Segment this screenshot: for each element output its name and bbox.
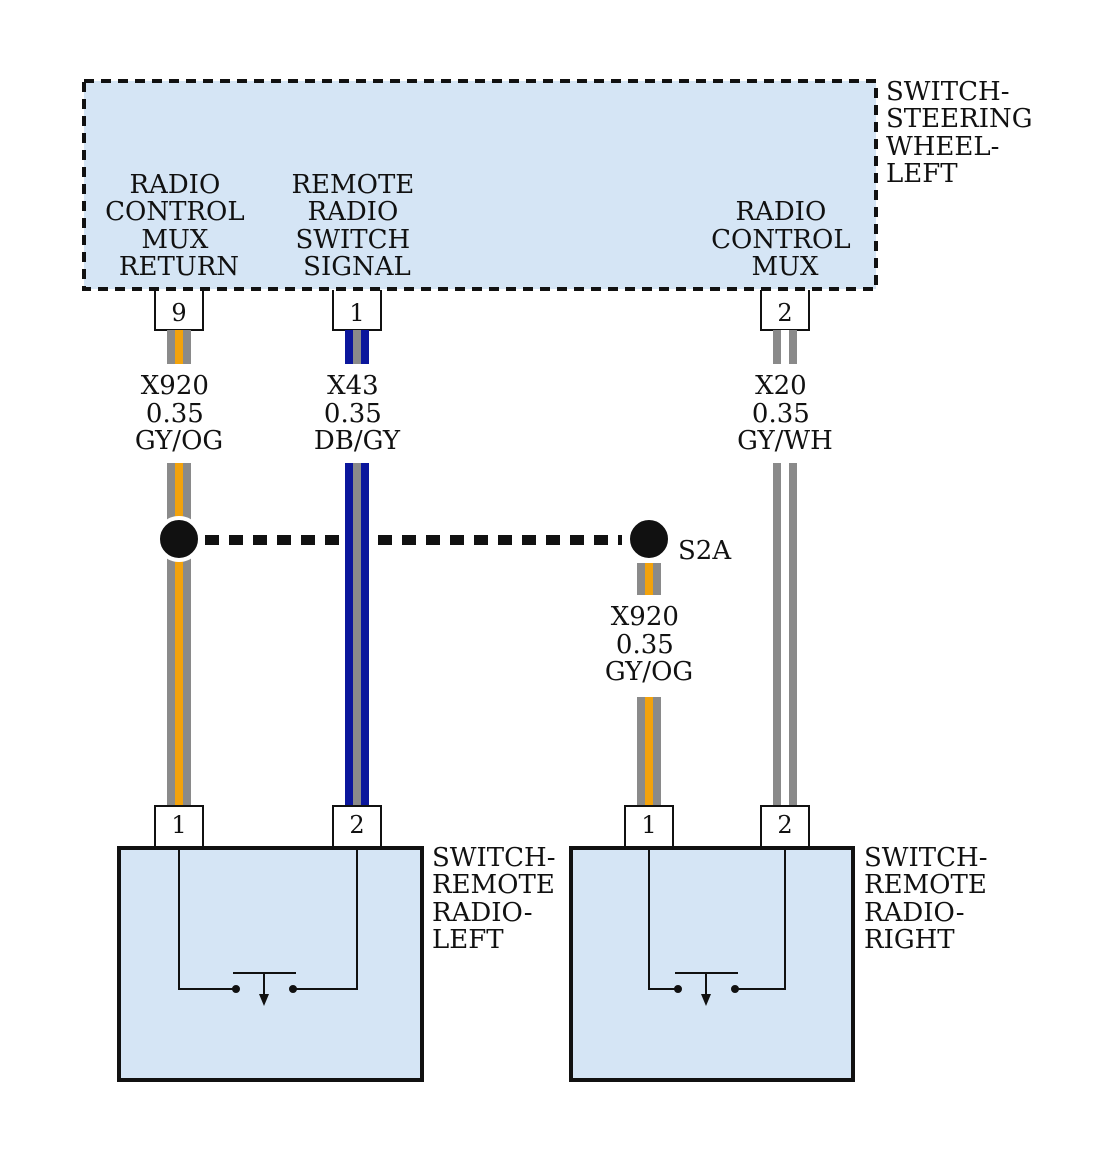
wire-x920-left-top <box>167 330 191 364</box>
pin-box-2-right: 2 <box>760 805 810 846</box>
steering-switch-name-line: LEFT <box>886 159 958 189</box>
steering-switch-name: SWITCH- STEERING WHEEL- LEFT <box>886 77 1041 189</box>
wire-label-x920-left: X920 0.35 GY/OG <box>135 371 223 456</box>
circuit-label-line: SWITCH <box>296 225 411 255</box>
wire-label-line: 0.35 <box>752 399 810 429</box>
pin-box-2-left: 2 <box>332 805 382 846</box>
remote-left-name: SWITCH- REMOTE RADIO- LEFT <box>432 843 564 955</box>
circuit-label-line: RADIO <box>735 197 826 227</box>
remote-right-name: SWITCH- REMOTE RADIO- RIGHT <box>864 843 996 955</box>
steering-switch-name-line: WHEEL- <box>886 132 999 162</box>
wire-x20-bottom <box>773 463 797 806</box>
wire-label-line: 0.35 <box>324 399 382 429</box>
remote-left-name-line: LEFT <box>432 925 504 955</box>
steering-switch-name-line: STEERING <box>886 104 1032 134</box>
pin-box-1-right: 1 <box>624 805 674 846</box>
pin-number: 1 <box>641 811 656 839</box>
splice-dot-s2a <box>626 516 672 562</box>
pin-box-1-upper: 1 <box>332 290 382 331</box>
circuit-label-line: SIGNAL <box>303 252 411 282</box>
pushbutton-switch-left-symbol <box>178 848 358 1006</box>
remote-switch-left-box <box>117 846 424 1082</box>
circuit-label-line: REMOTE <box>291 170 414 200</box>
wire-label-line: GY/OG <box>135 426 223 456</box>
pin-box-1-left: 1 <box>154 805 204 846</box>
wire-label-line: X43 <box>327 371 379 401</box>
pushbutton-switch-right-symbol <box>648 848 786 1006</box>
wire-label-line: DB/GY <box>314 426 401 456</box>
pin-number: 2 <box>777 299 792 327</box>
pin-number: 9 <box>171 299 186 327</box>
wire-label-line: 0.35 <box>146 399 204 429</box>
circuit-label-line: MUX <box>751 252 819 282</box>
wire-x20-top <box>773 330 797 364</box>
circuit-label-line: MUX <box>141 225 209 255</box>
circuit-label-switch-signal: REMOTE RADIO SWITCH SIGNAL <box>291 170 422 282</box>
steering-switch-name-line: SWITCH- <box>886 77 1010 107</box>
remote-right-name-line: SWITCH- <box>864 843 988 873</box>
wire-label-x43: X43 0.35 DB/GY <box>314 371 401 456</box>
circuit-label-line: RETURN <box>119 252 239 282</box>
wire-x43-bottom <box>345 463 369 806</box>
wire-label-line: GY/OG <box>605 657 693 687</box>
pin-number: 1 <box>349 299 364 327</box>
wire-x920-left-bottom <box>167 463 191 806</box>
remote-left-name-line: REMOTE <box>432 870 555 900</box>
circuit-label-mux-return: RADIO CONTROL MUX RETURN <box>105 170 253 282</box>
wire-x920-right-top <box>637 563 661 595</box>
circuit-label-line: RADIO <box>129 170 220 200</box>
pin-number: 2 <box>349 811 364 839</box>
wire-label-line: GY/WH <box>737 426 833 456</box>
wire-label-line: 0.35 <box>616 630 674 660</box>
remote-right-name-line: RIGHT <box>864 925 955 955</box>
remote-right-name-line: REMOTE <box>864 870 987 900</box>
remote-left-name-line: SWITCH- <box>432 843 556 873</box>
splice-dot-left <box>156 516 202 562</box>
wire-x920-right-bottom <box>637 697 661 806</box>
pin-box-9: 9 <box>154 290 204 331</box>
circuit-label-line: CONTROL <box>711 225 850 255</box>
wire-label-line: X20 <box>755 371 807 401</box>
pin-number: 1 <box>171 811 186 839</box>
splice-label: S2A <box>678 536 732 566</box>
remote-left-name-line: RADIO- <box>432 898 533 928</box>
remote-switch-right-box <box>569 846 855 1082</box>
pin-number: 2 <box>777 811 792 839</box>
circuit-label-line: RADIO <box>307 197 398 227</box>
wire-label-x20: X20 0.35 GY/WH <box>737 371 833 456</box>
circuit-label-line: CONTROL <box>105 197 244 227</box>
wire-label-line: X920 <box>141 371 209 401</box>
pin-box-2-upper: 2 <box>760 290 810 331</box>
wire-label-line: X920 <box>611 602 679 632</box>
wire-x43-top <box>345 330 369 364</box>
remote-right-name-line: RADIO- <box>864 898 965 928</box>
wire-label-x920-right: X920 0.35 GY/OG <box>605 602 693 687</box>
circuit-label-mux: RADIO CONTROL MUX <box>711 197 859 282</box>
steering-wheel-switch-box <box>82 79 878 291</box>
